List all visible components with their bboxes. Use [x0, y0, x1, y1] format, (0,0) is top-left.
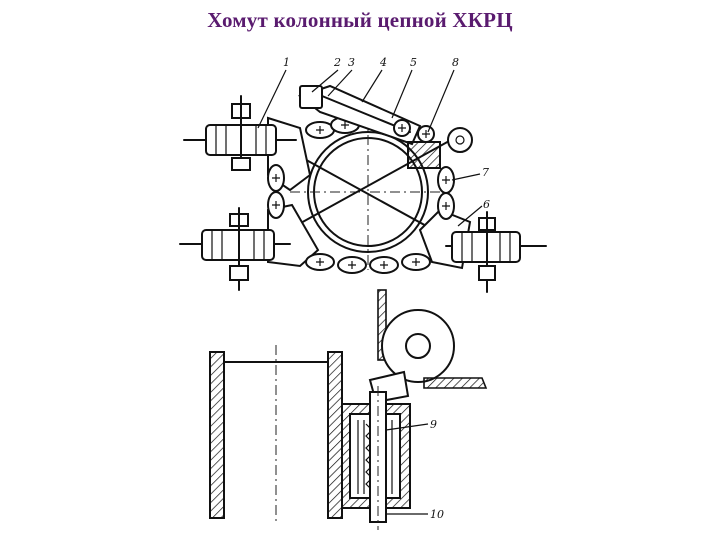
- slide-title: Хомут колонный цепной ХКРЦ: [207, 8, 513, 32]
- hatched-block: [407, 141, 441, 169]
- nut-lower-right: [478, 265, 496, 281]
- pipe-wall-right: [327, 351, 343, 519]
- callout-labels: 1 2 3 4 5 8 7 6 9 10: [283, 56, 490, 521]
- chain: [267, 116, 455, 274]
- tensioner-nut: [299, 85, 323, 109]
- callout-1: 1: [283, 56, 290, 69]
- roller-lower-left: [179, 207, 291, 291]
- plan-view: [179, 69, 547, 293]
- callout-5: 5: [410, 56, 417, 69]
- nut-lower-left: [229, 265, 249, 281]
- callout-7: 7: [482, 166, 489, 179]
- roller-upper-left: [183, 95, 297, 171]
- eye-bolt: [447, 127, 473, 153]
- callout-4: 4: [379, 56, 387, 69]
- tensioner: [297, 84, 435, 146]
- callout-3: 3: [348, 56, 355, 69]
- callout-8: 8: [452, 56, 459, 69]
- roller-lower-right: [445, 211, 547, 293]
- callout-2: 2: [333, 56, 341, 69]
- pipe-wall-left: [209, 351, 225, 519]
- callout-9: 9: [430, 418, 437, 431]
- column-outer: [307, 131, 429, 253]
- callout-10: 10: [430, 508, 444, 521]
- callout-6: 6: [483, 198, 490, 211]
- section-view: [209, 289, 488, 530]
